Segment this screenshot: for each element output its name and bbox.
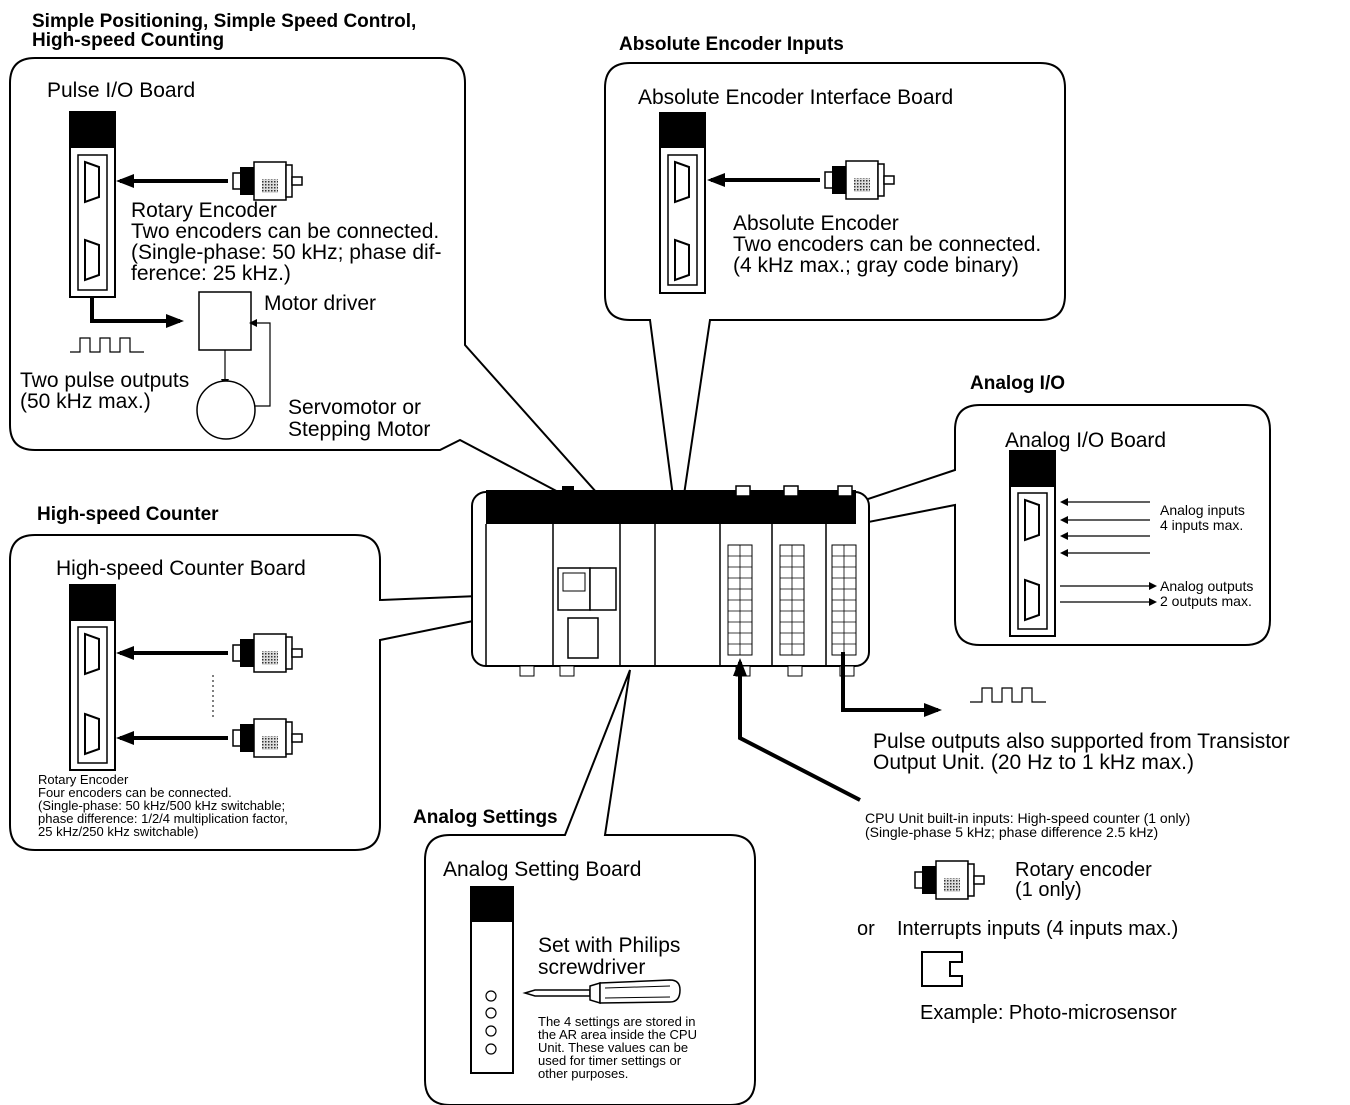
- motor-driver-label: Motor driver: [264, 292, 377, 315]
- transistor-output-text: Pulse outputs also supported from Transi…: [873, 730, 1290, 774]
- pulse-train-icon: [70, 337, 144, 353]
- rotary-encoder-icon: [914, 860, 985, 900]
- analog-setting-board-title: Analog Setting Board: [443, 858, 642, 881]
- rotary-encoder-label: Rotary encoder (1 only): [1015, 859, 1152, 901]
- motor-icon: [196, 380, 256, 440]
- absolute-encoder-icon: [824, 160, 895, 200]
- rotary-encoder-icon: [232, 718, 303, 758]
- pulse-io-encoder-text: Rotary Encoder Two encoders can be conne…: [131, 199, 442, 285]
- analog-settings-heading: Analog Settings: [413, 807, 558, 828]
- analog-io-board: [1009, 450, 1056, 637]
- absolute-heading: Absolute Encoder Inputs: [619, 34, 844, 55]
- counter-board-title: High-speed Counter Board: [56, 557, 306, 580]
- rotary-encoder-icon: [232, 161, 303, 201]
- cpu-inputs-text: CPU Unit built-in inputs: High-speed cou…: [865, 810, 1191, 840]
- analog-setting-board: [470, 886, 514, 1074]
- counter-encoder-text: Rotary Encoder Four encoders can be conn…: [38, 772, 288, 839]
- pulse-outputs-label: Two pulse outputs (50 kHz max.): [20, 369, 190, 413]
- plc-rack-icon: [471, 485, 870, 677]
- screwdriver-icon: [522, 979, 681, 1005]
- rotary-encoder-icon: [232, 633, 303, 673]
- motor-label: Servomotor or Stepping Motor: [288, 396, 431, 442]
- interrupts-label: Interrupts inputs (4 inputs max.): [897, 918, 1179, 940]
- or-label: or: [857, 918, 875, 940]
- screwdriver-label: Set with Philips screwdriver: [538, 934, 681, 980]
- analog-settings-note: The 4 settings are stored in the AR area…: [538, 1014, 697, 1081]
- absolute-encoder-board: [659, 112, 706, 294]
- analog-io-board-title: Analog I/O Board: [1005, 429, 1167, 452]
- pulse-train-icon: [970, 687, 1046, 703]
- pulse-io-board-title: Pulse I/O Board: [47, 79, 196, 102]
- photo-microsensor-icon: [921, 951, 963, 987]
- absolute-board-title: Absolute Encoder Interface Board: [638, 86, 954, 109]
- counter-heading: High-speed Counter: [37, 504, 219, 525]
- positioning-heading: Simple Positioning, Simple Speed Control…: [32, 11, 417, 51]
- analog-io-heading: Analog I/O: [970, 373, 1065, 394]
- pulse-io-callout: [9, 57, 631, 531]
- motor-driver-box: [198, 291, 252, 351]
- pulse-io-board: [69, 111, 116, 298]
- counter-board: [69, 584, 116, 771]
- analog-outputs-label: Analog outputs 2 outputs max.: [1160, 578, 1254, 609]
- analog-inputs-label: Analog inputs 4 inputs max.: [1160, 502, 1245, 533]
- absolute-encoder-text: Absolute Encoder Two encoders can be con…: [733, 212, 1042, 277]
- analog-io-callout: [699, 404, 1271, 646]
- photo-microsensor-label: Example: Photo-microsensor: [920, 1002, 1177, 1024]
